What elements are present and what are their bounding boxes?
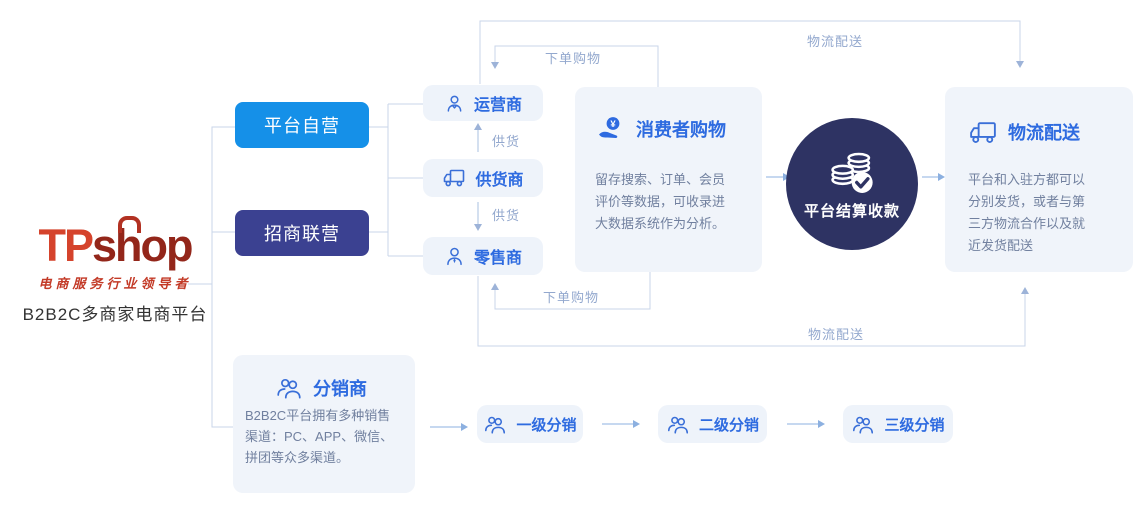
panel-logistics-delivery: 物流配送 平台和入驻方都可以 分别发货，或者与第 三方物流合作以及就 近发货配送 <box>945 87 1133 272</box>
desc-line: 分别发货，或者与第 <box>968 194 1086 209</box>
delivery-truck-icon <box>444 169 465 187</box>
node-supplier: 供货商 <box>423 159 543 197</box>
people-group-icon <box>485 416 506 434</box>
logo-text-s: s <box>92 220 117 271</box>
desc-line: 三方物流合作以及就 <box>968 216 1086 231</box>
node-merchant-joint-operation: 招商联营 <box>235 210 369 256</box>
panel-description: 平台和入驻方都可以 分别发货，或者与第 三方物流合作以及就 近发货配送 <box>968 169 1085 257</box>
operator-person-icon <box>447 95 462 112</box>
node-label: 平台自营 <box>264 116 340 136</box>
desc-line: 近发货配送 <box>968 238 1034 253</box>
node-operator: 运营商 <box>423 85 543 121</box>
panel-description: B2B2C平台拥有多种销售 渠道：PC、APP、微信、 拼团等众多渠道。 <box>245 405 393 468</box>
desc-line: B2B2C平台拥有多种销售 <box>245 408 391 423</box>
panel-consumer-shopping: ¥ 消费者购物 留存搜索、订单、会员 评价等数据，可收录进 大数据系统作为分析。 <box>575 87 762 272</box>
desc-line: 渠道：PC、APP、微信、 <box>245 429 394 444</box>
desc-line: 评价等数据，可收录进 <box>595 194 726 209</box>
logo-text-tp: TP <box>38 220 93 271</box>
svg-text:¥: ¥ <box>610 119 616 130</box>
panel-title: 物流配送 <box>1008 123 1080 143</box>
node-label: 运营商 <box>473 97 522 114</box>
tpshop-logo: TPshop <box>22 216 208 271</box>
coins-check-icon <box>831 152 873 193</box>
coin-in-hand-icon: ¥ <box>599 117 620 139</box>
panel-header: 分销商 <box>275 375 367 401</box>
panel-title: 消费者购物 <box>636 119 726 140</box>
people-group-icon <box>853 416 874 434</box>
node-label: 零售商 <box>473 250 522 267</box>
brand-block: TPshop 电商服务行业领导者 B2B2C多商家电商平台 <box>22 216 208 325</box>
flow-label-supply-up: 供货 <box>492 134 521 149</box>
panel-title: 分销商 <box>313 379 367 399</box>
desc-line: 平台和入驻方都可以 <box>968 172 1086 187</box>
desc-line: 大数据系统作为分析。 <box>595 216 726 231</box>
people-group-icon <box>667 416 688 434</box>
node-level2-distribution: 二级分销 <box>658 405 767 443</box>
logo-text-op: op <box>140 220 194 271</box>
panel-distributor: 分销商 B2B2C平台拥有多种销售 渠道：PC、APP、微信、 拼团等众多渠道。 <box>233 355 415 493</box>
people-group-icon <box>277 378 301 399</box>
node-label: 二级分销 <box>698 416 759 434</box>
desc-line: 拼团等众多渠道。 <box>245 450 350 465</box>
node-label: 平台结算收款 <box>803 202 900 220</box>
panel-header: 物流配送 <box>968 119 1080 145</box>
node-label: 招商联营 <box>264 224 340 244</box>
node-platform-self-operated: 平台自营 <box>235 102 369 148</box>
node-platform-settlement: 平台结算收款 <box>786 118 918 250</box>
node-level3-distribution: 三级分销 <box>843 405 953 443</box>
desc-line: 留存搜索、订单、会员 <box>595 172 726 187</box>
node-level1-distribution: 一级分销 <box>477 405 583 443</box>
retailer-person-icon <box>447 247 462 265</box>
node-label: 三级分销 <box>884 416 945 434</box>
brand-subtitle: B2B2C多商家电商平台 <box>22 305 208 324</box>
flow-label-logistics-bottom: 物流配送 <box>808 327 865 342</box>
node-label: 一级分销 <box>516 416 577 434</box>
flow-label-logistics-top: 物流配送 <box>807 34 864 49</box>
node-label: 供货商 <box>475 172 524 189</box>
flow-label-order-shopping-bottom: 下单购物 <box>543 290 600 305</box>
brand-slogan: 电商服务行业领导者 <box>38 276 192 291</box>
panel-header: ¥ 消费者购物 <box>596 115 726 142</box>
node-retailer: 零售商 <box>423 237 543 275</box>
flow-label-order-shopping-top: 下单购物 <box>545 51 602 66</box>
flow-label-supply-down: 供货 <box>492 208 521 223</box>
delivery-truck-icon <box>970 121 996 143</box>
logo-text-h-with-bag-handle-icon: h <box>115 216 142 271</box>
panel-description: 留存搜索、订单、会员 评价等数据，可收录进 大数据系统作为分析。 <box>595 169 725 235</box>
